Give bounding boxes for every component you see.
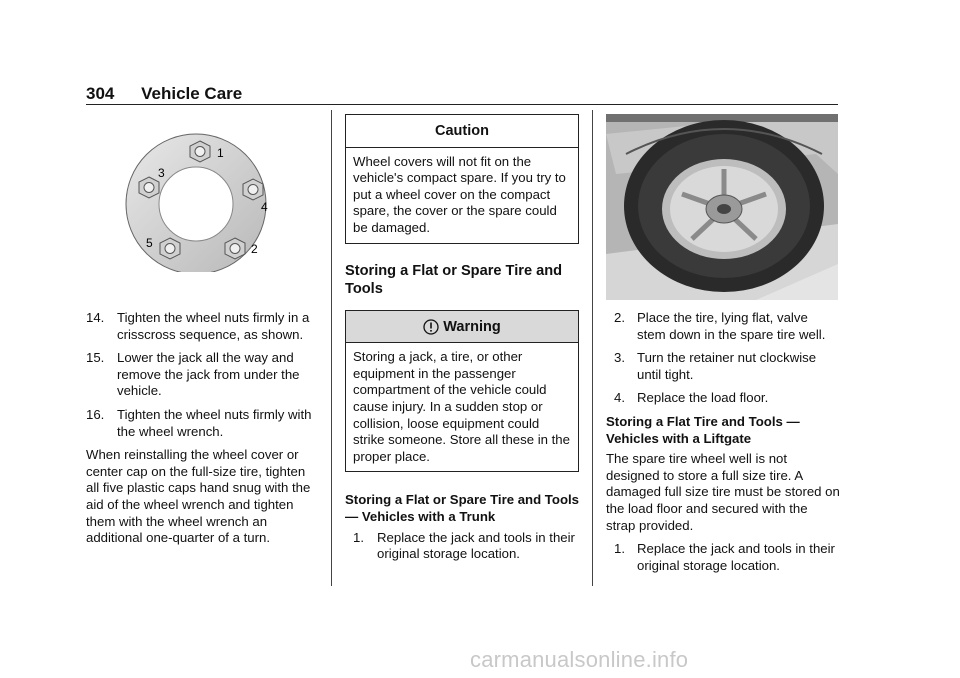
page-number: 304 — [86, 84, 115, 103]
step-1-liftgate: 1. Replace the jack and tools in their o… — [606, 541, 840, 574]
step-text: Lower the jack all the way and remove th… — [117, 350, 300, 399]
label-3: 3 — [158, 166, 165, 180]
step-16: 16. Tighten the wheel nuts firmly with t… — [86, 407, 322, 440]
lug-nut-5 — [159, 237, 181, 260]
warning-icon — [423, 319, 439, 335]
step-14: 14. Tighten the wheel nuts firmly in a c… — [86, 310, 322, 343]
column-2-text: Caution Wheel covers will not fit on the… — [345, 114, 579, 570]
caution-box: Caution Wheel covers will not fit on the… — [345, 114, 579, 244]
spare-tire-photo — [606, 114, 838, 300]
label-5: 5 — [146, 236, 153, 250]
step-text: Tighten the wheel nuts firmly in a criss… — [117, 310, 310, 342]
spare-well-paragraph: The spare tire wheel well is not designe… — [606, 451, 840, 533]
step-number: 1. — [614, 541, 625, 557]
step-3: 3. Turn the retainer nut clockwise until… — [606, 350, 840, 383]
step-number: 1. — [353, 529, 364, 545]
column-divider-2 — [592, 110, 593, 586]
step-1-trunk: 1. Replace the jack and tools in their o… — [345, 530, 579, 563]
warning-header: Warning — [346, 310, 578, 344]
wheel-nut-diagram: 1 2 3 4 5 — [125, 133, 268, 275]
step-number: 2. — [614, 310, 625, 325]
watermark: carmanualsonline.info — [470, 647, 689, 672]
step-text: Place the tire, lying flat, valve stem d… — [637, 310, 826, 342]
lug-nut-figure: 1 2 3 4 5 — [118, 132, 288, 275]
step-text: Replace the load floor. — [637, 390, 769, 406]
label-1: 1 — [217, 146, 224, 160]
column-1-text: 14. Tighten the wheel nuts firmly in a c… — [86, 310, 322, 554]
step-number: 4. — [614, 390, 625, 406]
step-number: 3. — [614, 350, 625, 366]
section-title: Vehicle Care — [141, 84, 243, 103]
section-heading: Storing a Flat or Spare Tire and Tools — [345, 262, 563, 297]
wheel-cover-paragraph: When reinstalling the wheel cover or cen… — [86, 447, 311, 546]
warning-body: Storing a jack, a tire, or other equipme… — [353, 349, 570, 464]
step-text: Replace the jack and tools in their orig… — [637, 541, 835, 573]
page-header: 304 Vehicle Care — [86, 84, 242, 104]
step-text: Tighten the wheel nuts firmly with the w… — [117, 406, 312, 439]
label-4: 4 — [261, 200, 268, 214]
label-2: 2 — [251, 242, 258, 256]
step-4: 4. Replace the load floor. — [606, 390, 840, 407]
step-number: 14. — [86, 310, 105, 325]
lug-nut-3 — [138, 176, 160, 199]
column-divider-1 — [331, 110, 332, 586]
warning-title: Warning — [443, 318, 501, 335]
liftgate-subheading: Storing a Flat Tire and Tools — Vehicles… — [606, 413, 800, 446]
lug-nut-1 — [189, 140, 211, 163]
caution-body: Wheel covers will not fit on the vehicle… — [353, 153, 566, 235]
lug-nut-4 — [242, 178, 264, 201]
step-text: Replace the jack and tools in their orig… — [377, 529, 575, 562]
column-3-text: 2. Place the tire, lying flat, valve ste… — [606, 310, 840, 581]
trunk-subheading: Storing a Flat or Spare Tire and Tools —… — [345, 492, 579, 524]
spare-tire-well-image — [606, 114, 838, 300]
step-number: 15. — [86, 350, 105, 366]
header-rule — [86, 104, 838, 105]
step-2: 2. Place the tire, lying flat, valve ste… — [606, 310, 840, 343]
warning-box: Warning Storing a jack, a tire, or other… — [345, 309, 579, 473]
lug-nut-2 — [224, 237, 246, 260]
step-text: Turn the retainer nut clockwise until ti… — [637, 350, 817, 382]
step-number: 16. — [86, 406, 105, 422]
caution-title: Caution — [346, 115, 578, 148]
step-15: 15. Lower the jack all the way and remov… — [86, 350, 322, 400]
